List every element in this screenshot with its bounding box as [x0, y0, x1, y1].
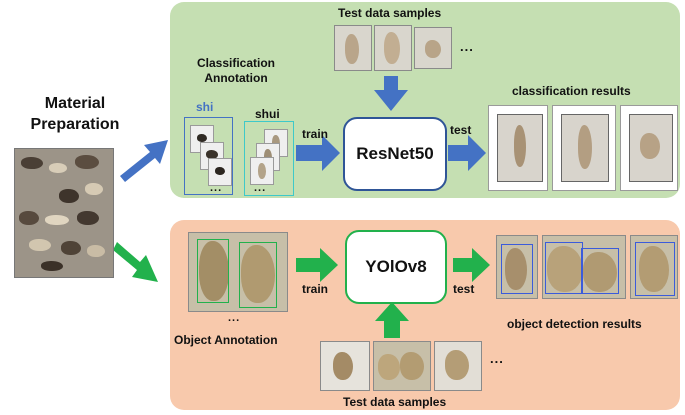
- train-to-resnet-arrow: [296, 135, 340, 171]
- bottom-test-data-label: Test data samples: [343, 395, 447, 409]
- shui-ellipsis: ...: [254, 182, 267, 194]
- shui-sample-3: [250, 157, 274, 185]
- detection-result-2: [542, 235, 626, 299]
- class-shi-label: shi: [196, 100, 214, 114]
- class-shui-group: [244, 121, 294, 196]
- bottom-train-label: train: [302, 282, 329, 296]
- material-title-line1: Material: [44, 95, 106, 112]
- shi-sample-3: [208, 158, 232, 186]
- bottom-test-label: test: [453, 282, 475, 296]
- train-to-yolo-arrow: [296, 248, 338, 282]
- yolov8-box: YOlOv8: [345, 230, 447, 304]
- material-to-classification-arrow: [120, 140, 168, 182]
- classification-annotation-line1: Classification: [196, 56, 276, 70]
- top-test-ellipsis: ...: [460, 39, 474, 54]
- bottom-test-sample-3: [434, 341, 482, 391]
- annotation-sample-image: [188, 232, 288, 312]
- detection-result-3: [630, 235, 678, 299]
- test-to-yolo-arrow: [375, 302, 409, 338]
- yolo-to-results-arrow: [453, 248, 490, 282]
- top-test-sample-2: [374, 25, 412, 71]
- resnet-to-results-arrow: [448, 135, 486, 171]
- material-to-detection-arrow: [113, 242, 158, 282]
- classification-result-3: [620, 105, 678, 191]
- bottom-test-sample-1: [320, 341, 370, 391]
- bottom-test-ellipsis: ...: [490, 351, 504, 366]
- detection-result-1: [496, 235, 538, 299]
- classification-results-label: classification results: [512, 84, 631, 98]
- top-train-label: train: [302, 127, 329, 141]
- class-shi-group: [184, 117, 233, 195]
- top-test-data-label: Test data samples: [338, 6, 442, 20]
- test-to-resnet-arrow: [374, 76, 408, 111]
- class-shui-label: shui: [255, 107, 280, 121]
- classification-annotation-line2: Annotation: [204, 71, 268, 85]
- classification-result-1: [488, 105, 548, 191]
- classification-result-2: [552, 105, 616, 191]
- material-photo: [14, 148, 114, 278]
- resnet50-box: ResNet50: [343, 117, 447, 191]
- object-detection-results-label: object detection results: [507, 317, 642, 331]
- bottom-test-sample-2: [373, 341, 431, 391]
- top-test-sample-1: [334, 25, 372, 71]
- object-annotation-label: Object Annotation: [174, 333, 278, 347]
- top-test-label: test: [450, 123, 472, 137]
- top-test-sample-3: [414, 27, 452, 69]
- shi-ellipsis: ...: [210, 182, 223, 194]
- annotation-ellipsis: ...: [228, 312, 241, 324]
- material-title-line2: Preparation: [30, 116, 120, 133]
